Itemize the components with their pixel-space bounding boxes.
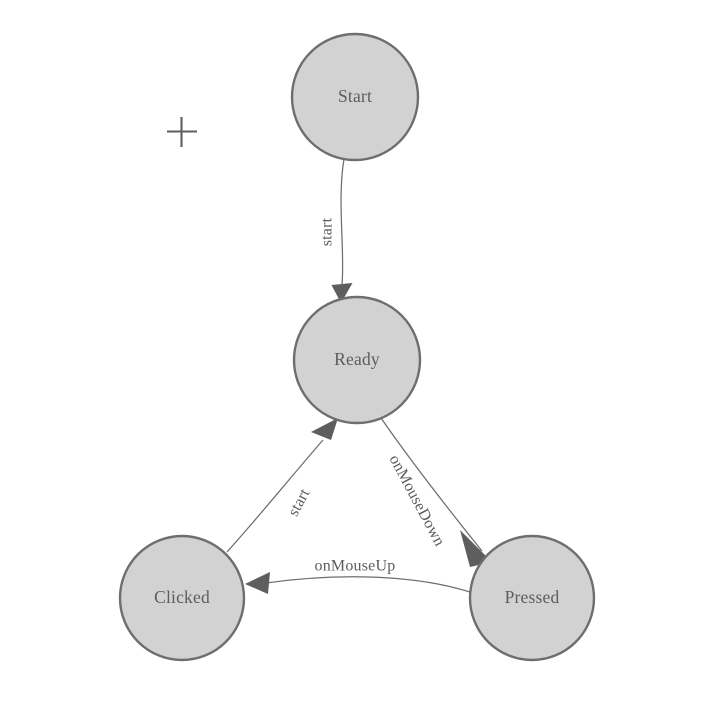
crosshair-icon <box>167 117 197 147</box>
node-start[interactable]: Start <box>290 32 420 162</box>
arrowhead-into-clicked <box>245 572 270 594</box>
arrowhead-into-ready-from-clicked <box>311 418 338 440</box>
edge-path-clicked-to-ready <box>226 439 324 553</box>
edge-clicked-to-ready[interactable]: start <box>226 418 338 553</box>
edge-ready-to-pressed[interactable]: onMouseDown <box>380 417 492 567</box>
node-start-label: Start <box>338 86 372 106</box>
node-pressed[interactable]: Pressed <box>468 534 596 662</box>
node-clicked-label: Clicked <box>154 587 210 607</box>
node-clicked-circle <box>118 534 246 662</box>
node-ready[interactable]: Ready <box>292 295 422 425</box>
edge-path-start-to-ready <box>340 158 345 286</box>
node-ready-label: Ready <box>334 349 380 369</box>
node-ready-circle <box>292 295 422 425</box>
edge-label-clicked-to-ready: start <box>285 486 314 519</box>
node-pressed-circle <box>468 534 596 662</box>
edge-label-pressed-to-clicked: onMouseUp <box>315 558 396 575</box>
node-pressed-label: Pressed <box>505 587 560 607</box>
edge-pressed-to-clicked[interactable]: onMouseUp <box>245 558 471 594</box>
edge-path-pressed-to-clicked <box>265 576 471 593</box>
arrowhead-into-ready-from-start <box>331 283 353 303</box>
edge-start-to-ready[interactable]: start <box>319 158 353 303</box>
edge-label-start-to-ready: start <box>319 217 336 246</box>
node-start-circle <box>290 32 420 162</box>
node-clicked[interactable]: Clicked <box>118 534 246 662</box>
edge-path-ready-to-pressed <box>380 417 483 552</box>
